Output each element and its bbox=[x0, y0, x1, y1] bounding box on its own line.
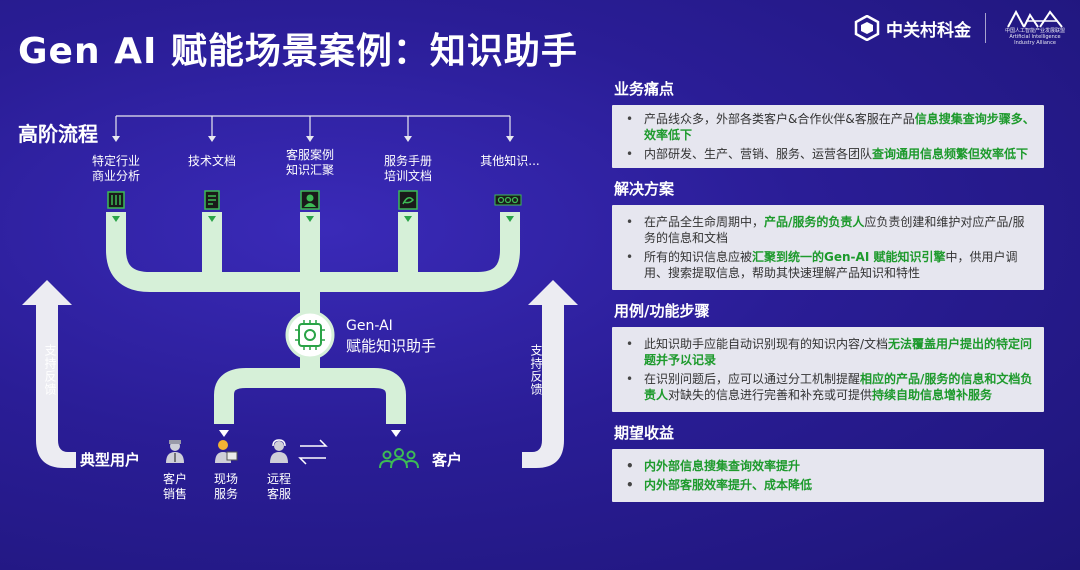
arrow-head bbox=[306, 136, 314, 142]
document-icon bbox=[204, 190, 220, 210]
manual-icon bbox=[398, 190, 418, 210]
zgc-logo-text: 中关村科金 bbox=[886, 20, 971, 41]
book-icon bbox=[107, 191, 125, 209]
pipe-arrow bbox=[208, 216, 216, 222]
benefit-item: 内外部客服效率提升、成本降低 bbox=[620, 477, 1036, 493]
logo-group: 中关村科金 中国人工智能产业发展联盟 Artificial Intelligen… bbox=[854, 10, 1070, 46]
zgc-logo-icon bbox=[854, 15, 880, 41]
zgc-logo: 中关村科金 bbox=[854, 15, 971, 41]
pipe-end-arrow bbox=[391, 430, 401, 437]
left-feedback-arrow bbox=[22, 280, 76, 468]
usecase-item: 此知识助手应能自动识别现有的知识内容/文档无法覆盖用户提出的特定问题并予以记录 bbox=[620, 336, 1036, 368]
pain-point-item: 产品线众多，外部各类客户&合作伙伴&客服在产品信息搜集查询步骤多、效率低下 bbox=[620, 111, 1036, 143]
role-remote-support: 远程客服 bbox=[266, 472, 291, 501]
page-title: Gen AI 赋能场景案例：知识助手 bbox=[18, 31, 578, 72]
typical-users-label: 典型用户 bbox=[80, 451, 141, 469]
right-feedback-label: 支持反馈 bbox=[529, 344, 543, 396]
right-panel: 业务痛点 产品线众多，外部各类客户&合作伙伴&客服在产品信息搜集查询步骤多、效率… bbox=[612, 78, 1044, 512]
hub-label-line1: Gen-AI bbox=[346, 318, 393, 334]
source-label-manual: 服务手册培训文档 bbox=[383, 154, 432, 183]
pipe-arrow bbox=[404, 216, 412, 222]
more-icon bbox=[494, 194, 522, 206]
remote-support-icon bbox=[270, 439, 288, 463]
right-feedback-arrow bbox=[522, 280, 578, 468]
role-field-service: 现场服务 bbox=[213, 472, 238, 501]
pipe-arrow bbox=[112, 216, 120, 222]
hub-label-line2: 赋能知识助手 bbox=[346, 337, 437, 355]
customers-label: 客户 bbox=[432, 451, 463, 469]
bidirectional-arrow-icon bbox=[298, 439, 328, 465]
field-service-icon bbox=[215, 440, 238, 463]
aia-logo: 中国人工智能产业发展联盟 Artificial Intelligence Ind… bbox=[1000, 10, 1070, 46]
support-icon bbox=[300, 190, 320, 210]
arrow-head bbox=[506, 136, 514, 142]
usecase-box: 此知识助手应能自动识别现有的知识内容/文档无法覆盖用户提出的特定问题并予以记录 … bbox=[612, 327, 1044, 412]
benefits-box: 内外部信息搜集查询效率提升 内外部客服效率提升、成本降低 bbox=[612, 449, 1044, 502]
usecase-title: 用例/功能步骤 bbox=[614, 302, 710, 320]
benefits-title: 期望收益 bbox=[614, 424, 675, 442]
flow-heading: 高阶流程 bbox=[18, 122, 98, 146]
flow-diagram bbox=[22, 115, 578, 468]
solution-item: 所有的知识信息应被汇聚到统一的Gen-AI 赋能知识引擎中，供用户调用、搜索提取… bbox=[620, 249, 1036, 281]
logo-divider bbox=[985, 13, 986, 43]
hub-label: Gen-AI 赋能知识助手 bbox=[346, 316, 436, 356]
aia-subtitle-en: Artificial Intelligence Industry Allianc… bbox=[1009, 34, 1061, 46]
pain-points-title: 业务痛点 bbox=[614, 80, 675, 98]
benefit-item: 内外部信息搜集查询效率提升 bbox=[620, 458, 1036, 474]
pipe-end-arrow bbox=[219, 430, 229, 437]
customers-group-icon bbox=[379, 448, 419, 469]
solution-box: 在产品全生命周期中，产品/服务的负责人应负责创建和维护对应产品/服务的信息和文档… bbox=[612, 205, 1044, 290]
source-label-techdoc: 技术文档 bbox=[187, 154, 236, 168]
source-label-other: 其他知识... bbox=[480, 154, 540, 168]
arrow-head bbox=[404, 136, 412, 142]
pipe-arrow bbox=[506, 216, 514, 222]
role-sales: 客户销售 bbox=[162, 472, 187, 501]
aia-logo-icon bbox=[1007, 10, 1063, 28]
usecase-item: 在识别问题后，应可以通过分工机制提醒相应的产品/服务的信息和文档负责人对缺失的信… bbox=[620, 371, 1036, 403]
ai-chip-icon bbox=[285, 310, 335, 360]
source-label-cases: 客服案例知识汇聚 bbox=[285, 148, 334, 177]
source-label-industry: 特定行业商业分析 bbox=[91, 154, 140, 183]
sales-person-icon bbox=[166, 440, 184, 463]
arrow-head bbox=[208, 136, 216, 142]
left-feedback-label: 支持反馈 bbox=[43, 344, 57, 396]
solution-title: 解决方案 bbox=[614, 180, 675, 198]
source-connector-lines bbox=[115, 115, 511, 138]
arrow-head bbox=[112, 136, 120, 142]
pain-point-item: 内部研发、生产、营销、服务、运营各团队查询通用信息频繁但效率低下 bbox=[620, 146, 1036, 162]
pipe-arrow bbox=[306, 216, 314, 222]
solution-item: 在产品全生命周期中，产品/服务的负责人应负责创建和维护对应产品/服务的信息和文档 bbox=[620, 214, 1036, 246]
pain-points-box: 产品线众多，外部各类客户&合作伙伴&客服在产品信息搜集查询步骤多、效率低下 内部… bbox=[612, 105, 1044, 168]
aia-subtitle-cn: 中国人工智能产业发展联盟 bbox=[1004, 28, 1065, 34]
